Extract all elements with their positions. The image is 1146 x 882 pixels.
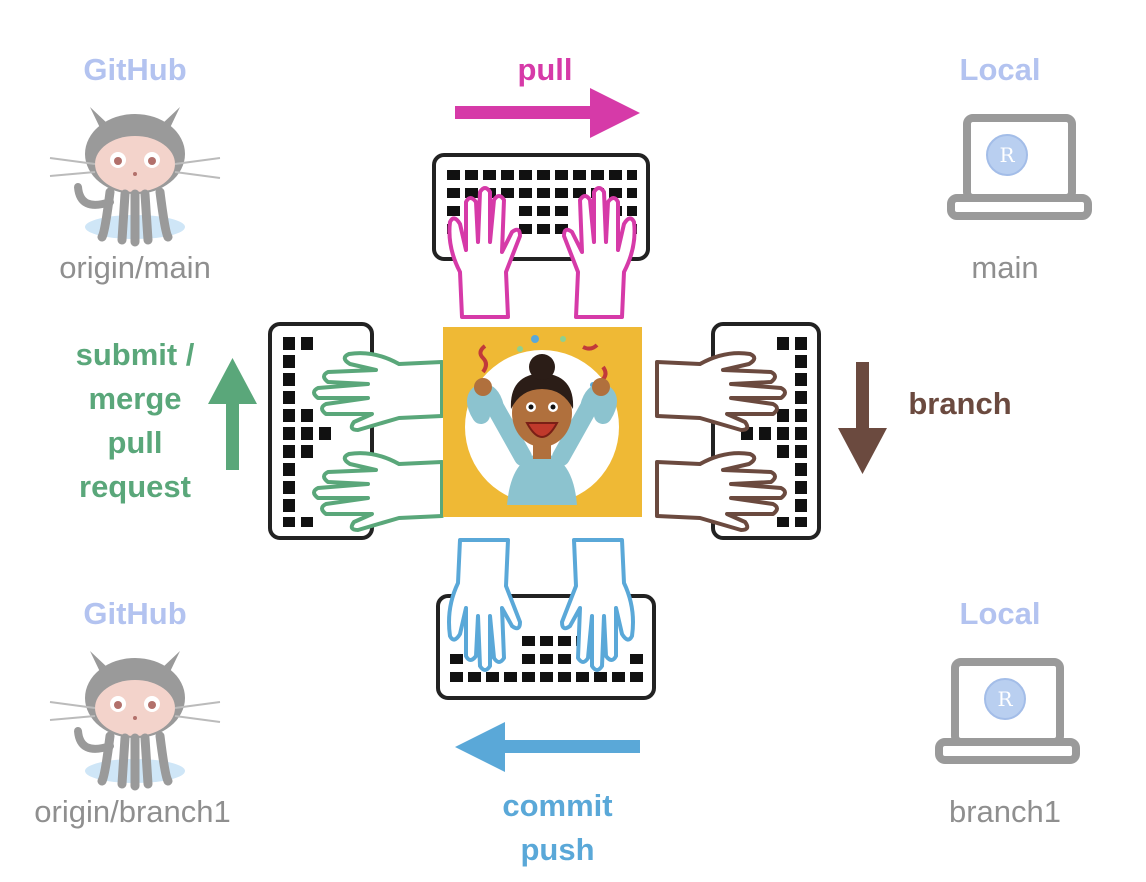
r-badge: R	[997, 687, 1013, 711]
main-label: main	[971, 250, 1039, 285]
merge-pull-request-label: submit / merge pull request	[45, 333, 225, 509]
arrow-right-icon	[455, 88, 640, 138]
local-heading-top: Local	[959, 52, 1041, 87]
arrow-left-icon	[455, 722, 640, 772]
origin-branch1-label: origin/branch1	[34, 794, 231, 829]
merge-label-line: merge	[88, 381, 182, 416]
arrow-down-icon	[838, 362, 887, 474]
commit-label-line: commit	[502, 788, 613, 823]
keyboard-pull-icon	[432, 153, 650, 319]
celebrating-person-illustration	[443, 327, 642, 517]
branch1-label: branch1	[948, 794, 1062, 829]
local-heading-bottom: Local	[959, 596, 1041, 631]
keyboard-merge-icon	[268, 322, 444, 540]
laptop-r-icon: R	[935, 658, 1080, 764]
keyboard-branch-icon	[655, 322, 821, 540]
octocat-icon	[49, 651, 221, 791]
merge-label-line: pull	[107, 425, 163, 460]
laptop-r-icon: R	[947, 114, 1092, 220]
keyboard-commit-icon	[436, 538, 656, 700]
octocat-icon	[49, 107, 221, 247]
pull-label: pull	[517, 52, 573, 87]
commit-push-label: commit push	[465, 784, 650, 872]
merge-label-line: request	[79, 469, 191, 504]
r-badge: R	[999, 143, 1015, 167]
arrow-up-icon	[208, 358, 257, 470]
merge-label-line: submit /	[75, 337, 195, 372]
github-heading-top: GitHub	[83, 52, 187, 87]
commit-label-line: push	[520, 832, 595, 867]
branch-label: branch	[908, 386, 1012, 421]
origin-main-label: origin/main	[59, 250, 211, 285]
github-heading-bottom: GitHub	[83, 596, 187, 631]
